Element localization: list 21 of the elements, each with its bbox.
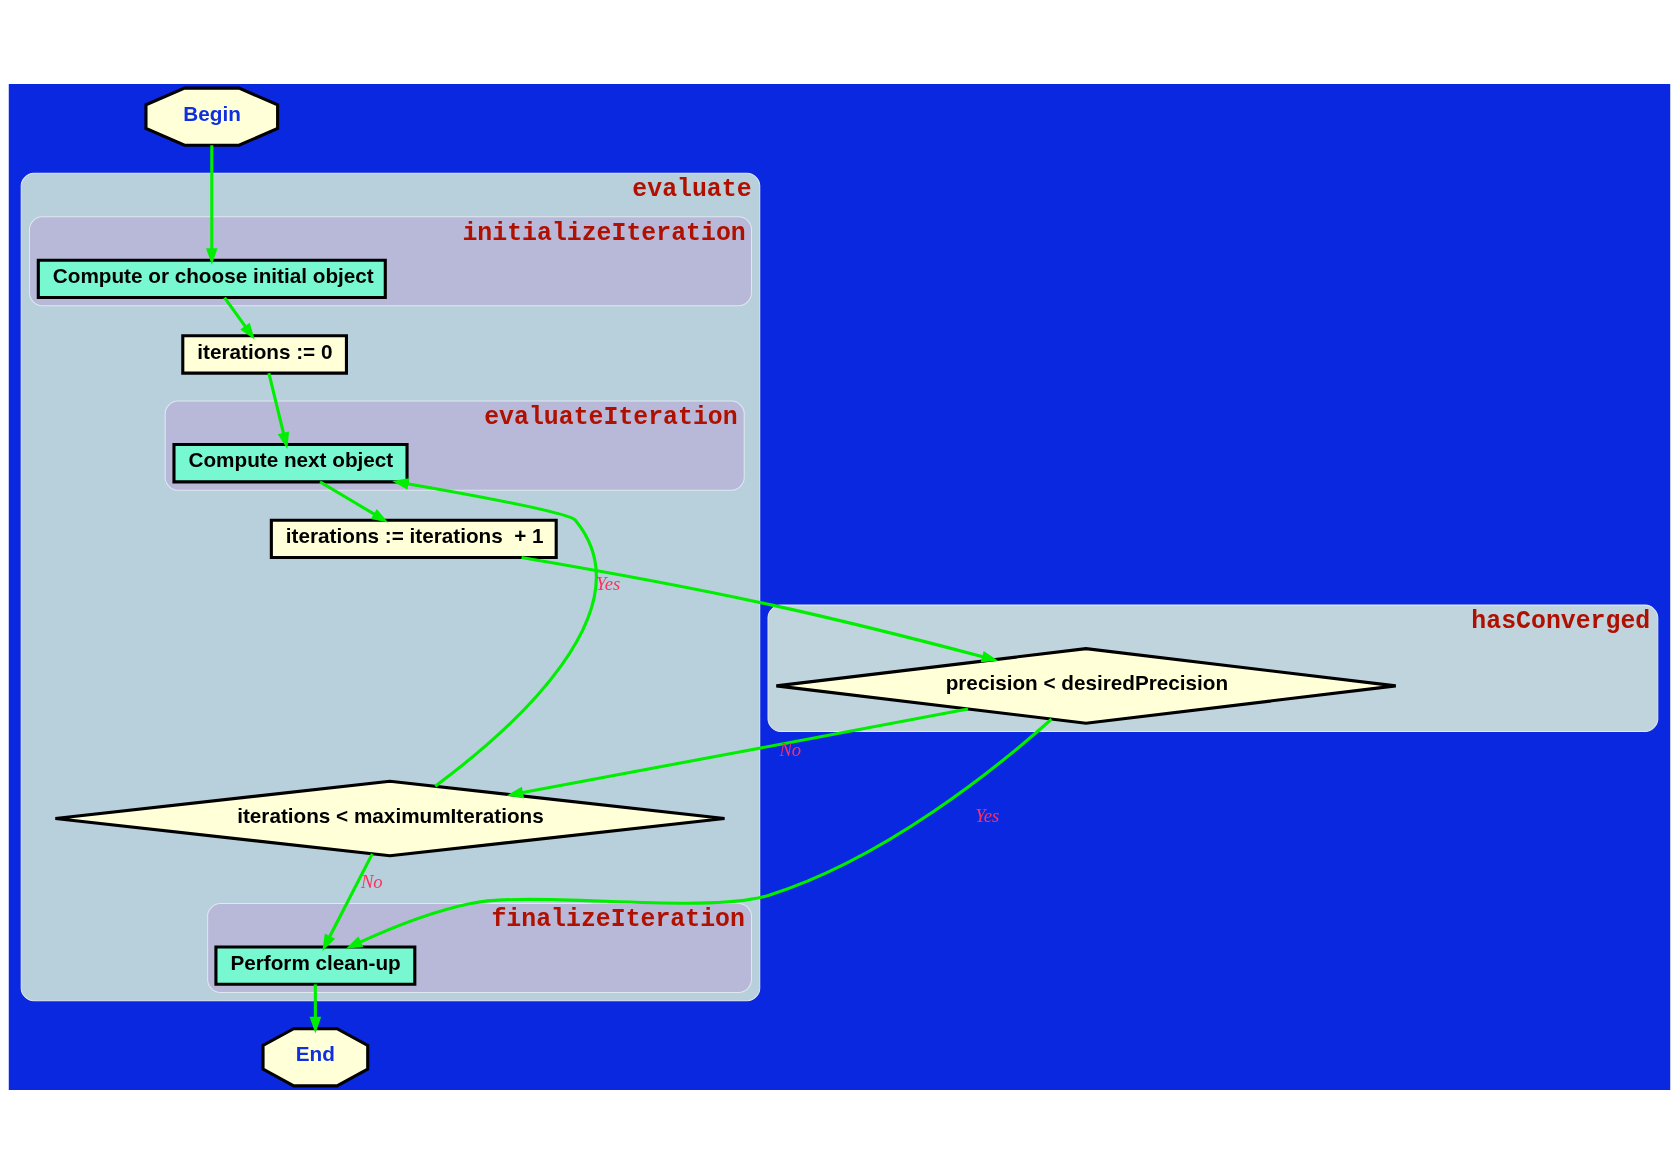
arrow: [205, 144, 218, 265]
node-box: Compute next object: [172, 442, 409, 483]
node-box: Perform clean-up: [214, 944, 417, 986]
arrow: [521, 555, 999, 662]
node-diamond: iterations < maximumIterations: [53, 779, 727, 857]
edge-label: Yes: [975, 804, 1000, 826]
arrow: [506, 707, 969, 798]
edge-label: No: [360, 870, 383, 892]
edge-label: No: [779, 738, 802, 760]
edge-label: Yes: [596, 572, 621, 594]
arrow: [392, 477, 598, 787]
arrow: [322, 852, 374, 951]
arrow: [223, 296, 255, 340]
node-box: Compute or choose initial object: [36, 258, 387, 299]
node-box: iterations := 0: [181, 333, 348, 375]
arrow: [267, 372, 290, 449]
arrow: [319, 480, 389, 522]
arrow: [345, 717, 1053, 949]
node-box: iterations := iterations + 1: [269, 518, 558, 559]
arrow: [309, 983, 322, 1033]
node-diamond: precision < desiredPrecision: [774, 646, 1398, 725]
